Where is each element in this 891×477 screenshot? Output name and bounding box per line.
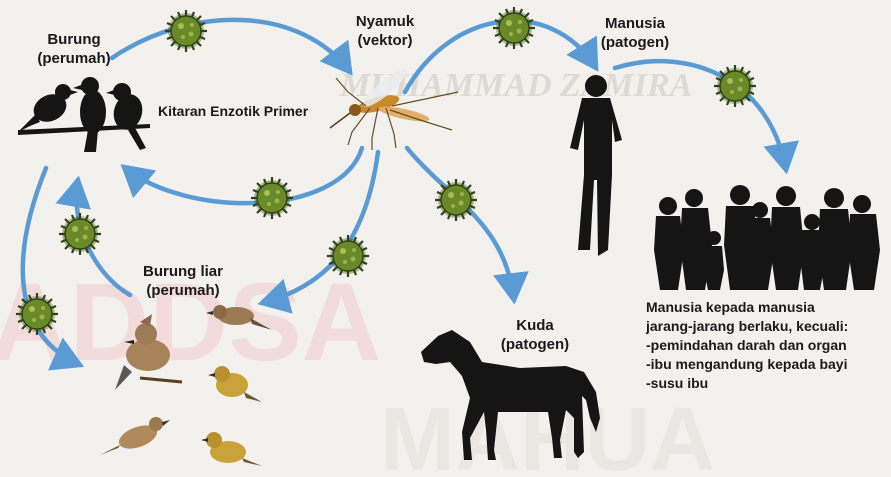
virus-icon bbox=[59, 213, 101, 255]
label-horse: Kuda(patogen) bbox=[493, 316, 577, 354]
arrow-mosquito-to-bird bbox=[124, 148, 362, 203]
virus-icon bbox=[435, 179, 477, 221]
label-wild-bird: Burung liar(perumah) bbox=[128, 262, 238, 300]
label-bird-host: Burung(perumah) bbox=[24, 30, 124, 68]
label-cycle: Kitaran Enzotik Primer bbox=[158, 102, 348, 121]
virus-icon bbox=[714, 65, 756, 107]
bird-icon bbox=[201, 432, 262, 466]
virus-icon bbox=[165, 10, 207, 52]
virus-icon bbox=[16, 293, 58, 335]
note-line: Manusia kepada manusia bbox=[646, 298, 886, 317]
virus-icon bbox=[327, 235, 369, 277]
label-human: Manusia(patogen) bbox=[590, 14, 680, 52]
host-birds bbox=[18, 77, 150, 152]
arrow-bird-to-mosquito bbox=[112, 20, 350, 72]
note-line: jarang-jarang berlaku, kecuali: bbox=[646, 317, 886, 336]
bird-icon bbox=[73, 77, 106, 152]
bird-icon bbox=[100, 417, 170, 455]
bird-icon bbox=[18, 84, 78, 132]
note-line: -pemindahan darah dan organ bbox=[646, 336, 886, 355]
virus-icon bbox=[251, 177, 293, 219]
note-line: -susu ibu bbox=[646, 374, 886, 393]
bird-icon bbox=[106, 83, 146, 150]
note-line: -ibu mengandung kepada bayi bbox=[646, 355, 886, 374]
crowd-icon bbox=[654, 185, 880, 290]
arrow-mosquito-to-horse bbox=[407, 148, 514, 300]
label-mosquito: Nyamuk(vektor) bbox=[345, 12, 425, 50]
virus-icon bbox=[493, 7, 535, 49]
human-to-human-note: Manusia kepada manusia jarang-jarang ber… bbox=[646, 298, 886, 393]
